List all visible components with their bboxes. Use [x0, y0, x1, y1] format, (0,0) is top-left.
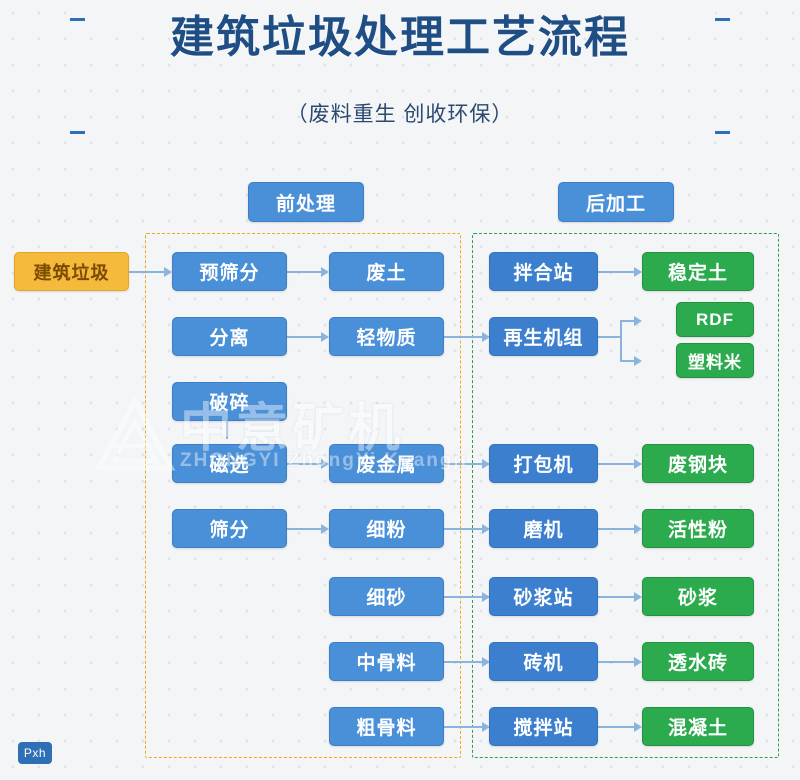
node-mortar-station[interactable]: 砂浆站: [489, 577, 598, 616]
node-medium-aggregate[interactable]: 中骨料: [329, 642, 444, 681]
connector-arrow: [634, 459, 642, 469]
node-pre-screen[interactable]: 预筛分: [172, 252, 287, 291]
connector-line: [444, 661, 482, 663]
connector-line: [598, 596, 634, 598]
node-recycling-unit[interactable]: 再生机组: [489, 317, 598, 356]
group-box-post: [472, 233, 779, 758]
node-permeable-brick[interactable]: 透水砖: [642, 642, 754, 681]
connector-line: [598, 463, 634, 465]
group-header-post[interactable]: 后加工: [558, 182, 674, 222]
node-rdf[interactable]: RDF: [676, 302, 754, 337]
node-fine-sand[interactable]: 细砂: [329, 577, 444, 616]
connector-arrow: [482, 459, 490, 469]
connector-arrow: [634, 316, 642, 326]
node-crushing[interactable]: 破碎: [172, 382, 287, 421]
group-header-pre[interactable]: 前处理: [248, 182, 364, 222]
node-mortar[interactable]: 砂浆: [642, 577, 754, 616]
node-plastic-pellets[interactable]: 塑料米: [676, 343, 754, 378]
connector-line: [444, 463, 482, 465]
connector-line: [598, 271, 634, 273]
connector-line: [129, 271, 164, 273]
connector-arrow: [321, 267, 329, 277]
connector-arrow: [482, 332, 490, 342]
node-baler[interactable]: 打包机: [489, 444, 598, 483]
node-screening[interactable]: 筛分: [172, 509, 287, 548]
connector-arrow: [634, 657, 642, 667]
node-stirring-station[interactable]: 搅拌站: [489, 707, 598, 746]
node-concrete[interactable]: 混凝土: [642, 707, 754, 746]
page-subtitle: （废料重生 创收环保）: [286, 103, 514, 126]
node-mixing-station[interactable]: 拌合站: [489, 252, 598, 291]
connector-line: [226, 421, 228, 439]
connector-arrow: [634, 524, 642, 534]
node-coarse-aggregate[interactable]: 粗骨料: [329, 707, 444, 746]
connector-arrow: [634, 267, 642, 277]
connector-arrow: [482, 722, 490, 732]
node-source[interactable]: 建筑垃圾: [14, 252, 129, 291]
node-grinder[interactable]: 磨机: [489, 509, 598, 548]
node-separation[interactable]: 分离: [172, 317, 287, 356]
connector-arrow: [164, 267, 172, 277]
connector-line: [598, 661, 634, 663]
node-scrap-metal[interactable]: 废金属: [329, 444, 444, 483]
connector-line: [287, 463, 321, 465]
connector-line: [620, 360, 634, 362]
header-mask-bottom: [85, 122, 715, 138]
connector-arrow: [482, 657, 490, 667]
group-box-pre: [145, 233, 461, 758]
connector-line: [444, 528, 482, 530]
connector-arrow: [482, 524, 490, 534]
header-mask-top: [85, 6, 715, 28]
node-magnetic-separation[interactable]: 磁选: [172, 444, 287, 483]
connector-line: [444, 596, 482, 598]
connector-line: [598, 528, 634, 530]
connector-line: [598, 336, 620, 338]
connector-line: [287, 336, 321, 338]
connector-arrow: [321, 332, 329, 342]
node-fine-powder[interactable]: 细粉: [329, 509, 444, 548]
node-light-material[interactable]: 轻物质: [329, 317, 444, 356]
connector-line: [444, 336, 482, 338]
node-active-powder[interactable]: 活性粉: [642, 509, 754, 548]
node-stabilized-soil[interactable]: 稳定土: [642, 252, 754, 291]
connector-arrow: [634, 722, 642, 732]
node-brick-machine[interactable]: 砖机: [489, 642, 598, 681]
connector-arrow: [321, 524, 329, 534]
connector-arrow: [482, 592, 490, 602]
connector-line: [620, 320, 622, 362]
connector-arrow: [321, 459, 329, 469]
page-title: 建筑垃圾处理工艺流程: [170, 13, 630, 62]
connector-line: [598, 726, 634, 728]
connector-line: [287, 271, 321, 273]
node-scrap-steel[interactable]: 废钢块: [642, 444, 754, 483]
corner-badge: Pxh: [18, 742, 52, 764]
connector-arrow: [634, 592, 642, 602]
connector-line: [287, 528, 321, 530]
connector-line: [620, 320, 634, 322]
connector-line: [444, 726, 482, 728]
node-waste-soil[interactable]: 废土: [329, 252, 444, 291]
connector-arrow: [634, 356, 642, 366]
